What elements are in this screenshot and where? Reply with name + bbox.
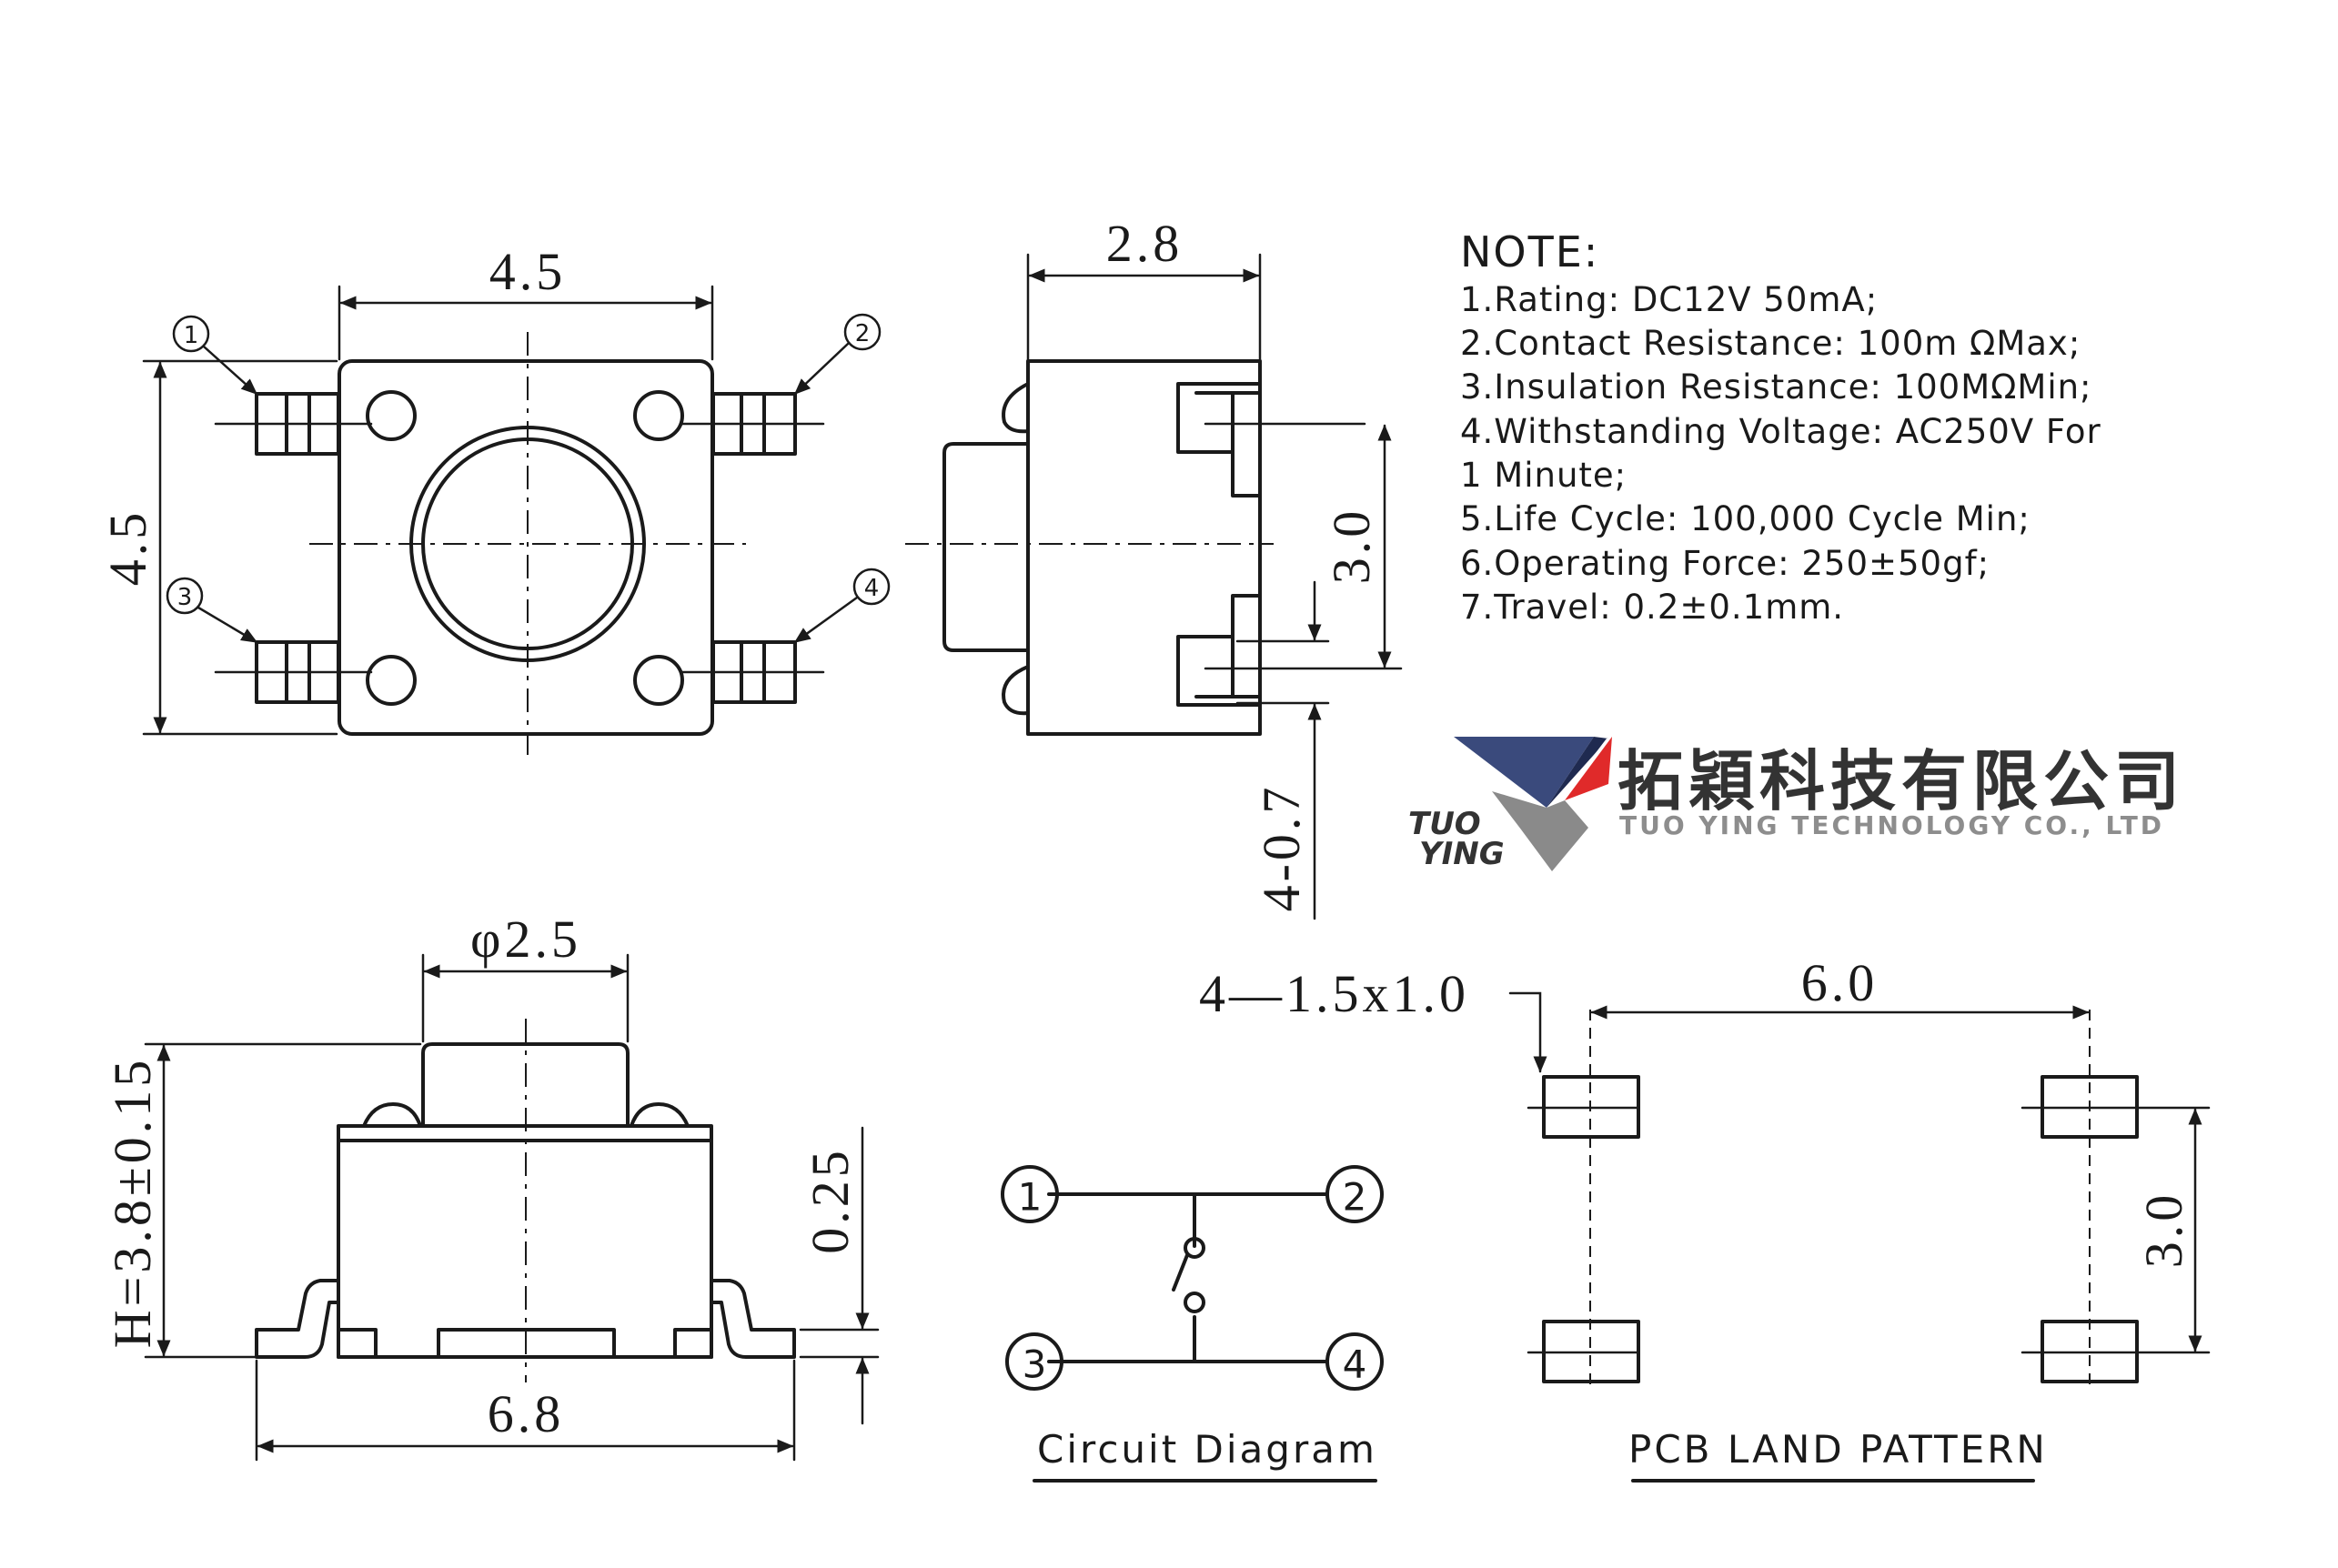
note-line: 3.Insulation Resistance: 100MΩMin; — [1460, 367, 2092, 407]
pin-callout-4: 4 — [793, 568, 891, 644]
switch-contact-top — [1184, 1237, 1205, 1259]
front-overall-label: 6.8 — [488, 1384, 565, 1443]
logo-english-name: TUO YING TECHNOLOGY CO., LTD — [1619, 810, 2164, 840]
pcb-pad-3 — [1542, 1320, 1640, 1383]
switch-contact-bottom — [1184, 1292, 1205, 1313]
note-line: 4.Withstanding Voltage: AC250V For — [1460, 412, 2101, 451]
front-lead-thickness-label: 0.25 — [801, 1147, 860, 1254]
front-lead-left — [255, 1279, 340, 1359]
pcb-pad-size-label: 4—1.5x1.0 — [1199, 964, 1469, 1023]
note-line: 7.Travel: 0.2±0.1mm. — [1460, 588, 1844, 627]
circuit-pin-3: 3 — [1005, 1332, 1063, 1391]
note-line: 2.Contact Resistance: 100m ΩMax; — [1460, 324, 2081, 363]
notes-block: NOTE: 1.Rating: DC12V 50mA; 2.Contact Re… — [1460, 227, 2101, 627]
logo-gray-wedge — [1492, 791, 1588, 871]
button-outer-circle — [409, 426, 646, 662]
pcb-pad-2 — [2041, 1075, 2139, 1139]
svg-text:4: 4 — [1343, 1342, 1367, 1387]
circuit-caption: Circuit Diagram — [1037, 1427, 1377, 1472]
logo-chinese-name: 拓穎科技有限公司 — [1617, 743, 2185, 819]
plunger-profile — [942, 442, 1030, 652]
side-depth-label: 2.8 — [1106, 214, 1184, 273]
front-plunger — [421, 1042, 630, 1128]
svg-text:4: 4 — [864, 575, 880, 602]
company-logo: TUO YING 拓穎科技有限公司 TUO YING TECHNOLOGY CO… — [1408, 737, 2185, 872]
note-line: 5.Life Cycle: 100,000 Cycle Min; — [1460, 499, 2031, 538]
logo-blue-wedge — [1454, 737, 1594, 808]
svg-text:3: 3 — [1023, 1342, 1047, 1387]
svg-text:1: 1 — [184, 322, 199, 349]
front-height-label: H=3.8±0.15 — [103, 1057, 162, 1348]
note-line: 1.Rating: DC12V 50mA; — [1460, 280, 1878, 319]
pin-callout-2: 2 — [793, 313, 882, 396]
top-body-outline — [338, 359, 714, 736]
side-view: 2.8 3.0 4-0.7 — [905, 214, 1403, 920]
note-line: 6.Operating Force: 250±50gf; — [1460, 544, 1990, 583]
top-height-label: 4.5 — [98, 509, 157, 587]
circuit-pin-1: 1 — [1001, 1165, 1059, 1223]
pcb-pad-1 — [1542, 1075, 1640, 1139]
pcb-land-pattern: 6.0 3.0 4—1.5x1.0 PCB LAND PATTERN — [1199, 953, 2211, 1483]
pin-callout-3: 3 — [166, 577, 258, 644]
logo-red-wedge — [1565, 737, 1612, 800]
top-view: 4.5 4.5 1 2 3 4 — [98, 242, 891, 755]
svg-text:2: 2 — [855, 320, 871, 347]
pcb-pad-4 — [2041, 1320, 2139, 1383]
top-width-label: 4.5 — [489, 242, 567, 301]
front-button-dia-label: φ2.5 — [470, 910, 581, 969]
note-line: 1 Minute; — [1460, 456, 1627, 495]
side-lead-label: 4-0.7 — [1252, 784, 1311, 912]
logo-mark-tuo: TUO — [1408, 806, 1481, 842]
pcb-width-label: 6.0 — [1801, 953, 1879, 1012]
front-view: φ2.5 H=3.8±0.15 6.8 0.25 — [103, 910, 880, 1462]
notes-title: NOTE: — [1460, 227, 1599, 276]
circuit-pin-2: 2 — [1325, 1165, 1384, 1223]
circuit-diagram: 1 2 3 4 Circuit Diagram — [1001, 1165, 1384, 1483]
front-lead-right — [710, 1279, 796, 1359]
side-pitch-label: 3.0 — [1322, 508, 1381, 585]
svg-text:1: 1 — [1018, 1175, 1043, 1220]
pcb-caption: PCB LAND PATTERN — [1628, 1427, 2048, 1472]
circuit-pin-4: 4 — [1325, 1332, 1384, 1391]
svg-text:2: 2 — [1343, 1175, 1367, 1220]
switch-lever — [1172, 1253, 1189, 1292]
side-body-outline — [1026, 359, 1262, 736]
pin-callout-1: 1 — [172, 315, 258, 396]
pcb-height-label: 3.0 — [2134, 1191, 2193, 1269]
svg-text:3: 3 — [177, 584, 193, 611]
logo-mark-ying: YING — [1419, 836, 1505, 872]
